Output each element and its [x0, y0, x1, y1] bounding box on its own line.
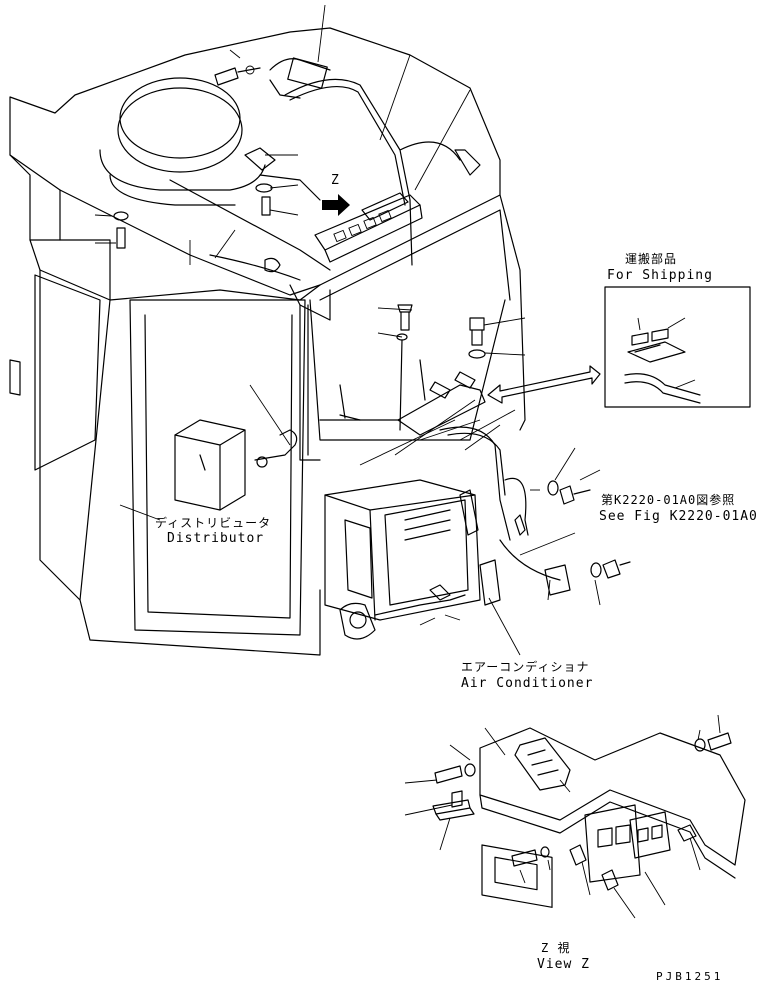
aircon-label-en: Air Conditioner [461, 676, 594, 691]
harness-top [209, 57, 481, 321]
mid-bolts [377, 304, 526, 359]
roof-dome [99, 77, 331, 271]
shipping-label-en: For Shipping [607, 268, 713, 283]
aircon-label-jp: エアーコンディショナ [461, 660, 590, 674]
cab-outline [9, 27, 526, 656]
shipping-box [604, 286, 751, 408]
mid-harness [254, 304, 571, 596]
view-z-detail [404, 714, 746, 919]
view-z-label-jp: Z 視 [541, 941, 571, 955]
shipping-label-jp: 運搬部品 [625, 252, 678, 266]
distributor-unit [174, 419, 246, 511]
seefig-fasteners [547, 480, 631, 579]
leader-lines-mid [249, 384, 601, 606]
top-fasteners [113, 67, 276, 249]
drawing-number: PJB1251 [656, 970, 724, 983]
leader-lines-top [94, 4, 471, 265]
seefig-label-en: See Fig K2220-01A0 [599, 509, 758, 524]
seefig-label-jp: 第K2220-01A0図参照 [601, 493, 736, 507]
distributor-label-jp: ディストリビュータ [155, 516, 272, 530]
view-z-label-en: View Z [537, 957, 590, 972]
aircon-leader [119, 504, 521, 656]
view-z-marker: Z [331, 173, 340, 188]
shipping-arrow [487, 365, 601, 404]
distributor-label-en: Distributor [167, 531, 265, 546]
air-conditioner-unit [324, 479, 501, 640]
switch-panel [314, 192, 423, 263]
